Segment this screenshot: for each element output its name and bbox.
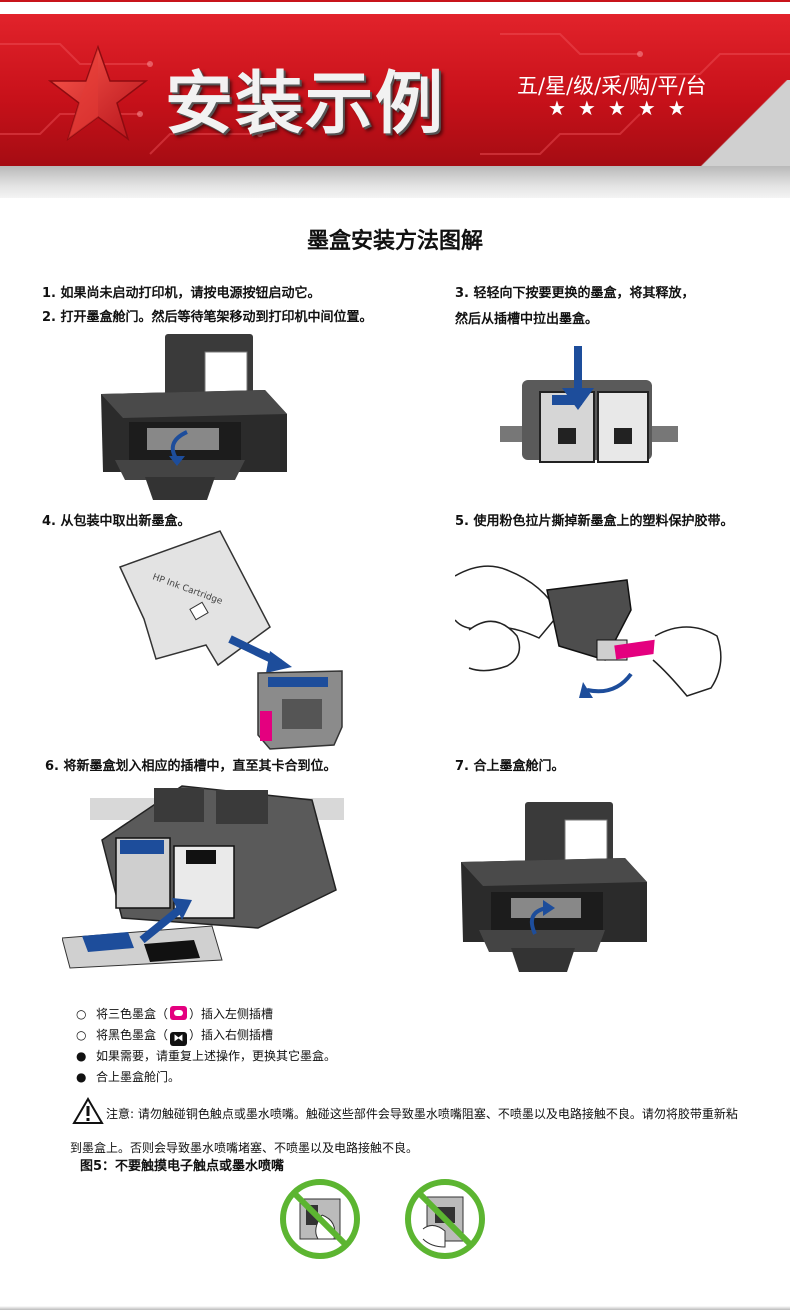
instruction-bullets: ○ 将三色墨盒（）插入左侧插槽 ○ 将黑色墨盒（⧓）插入右侧插槽 ● 如果需要，… — [76, 1004, 336, 1088]
step-3-text-cont: 然后从插槽中拉出墨盒。 — [455, 312, 599, 327]
figure-5-caption: 图5：不要触摸电子触点或墨水喷嘴 — [80, 1159, 285, 1174]
cartridge-release-illustration — [500, 346, 678, 463]
banner-corner-wedge — [700, 80, 790, 166]
solid-bullet: ● — [76, 1070, 87, 1084]
black-cartridge-icon: ⧓ — [170, 1032, 188, 1046]
printer-close-illustration — [461, 802, 647, 972]
circuit-pattern — [0, 33, 790, 155]
warning-triangle-icon — [72, 1097, 104, 1124]
solid-bullet: ● — [76, 1049, 87, 1063]
step-2-text: 2. 打开墨盒舱门。然后等待笔架移动到打印机中间位置。 — [42, 310, 373, 325]
rating-stars: ★★★★★ — [548, 96, 698, 120]
header-banner: 安装示例 五/星/级/采/购/平/台 ★★★★★ — [0, 0, 790, 198]
hollow-bullet: ○ — [76, 1028, 87, 1042]
printer-open-illustration — [101, 334, 287, 500]
banner-grey-band — [0, 166, 790, 198]
insert-cartridge-illustration — [62, 785, 344, 969]
platform-slogan: 五/星/级/采/购/平/台 — [517, 74, 707, 98]
list-item: ● 合上墨盒舱门。 — [76, 1067, 336, 1088]
remove-tape-illustration — [455, 565, 722, 698]
cartridge-package-illustration: HP Ink Cartridge — [118, 530, 343, 750]
banner-title: 安装示例 — [165, 65, 446, 144]
page-title: 墨盒安装方法图解 — [306, 229, 483, 254]
warning-line-2: 到墨盒上。否则会导致墨水喷嘴堵塞、不喷墨以及电路接触不良。 — [70, 1141, 419, 1155]
warning-note: 注意: 请勿触碰铜色触点或墨水喷嘴。触碰这些部件会导致墨水喷嘴阻塞、不喷墨以及电… — [70, 1097, 750, 1165]
step-1-text: 1. 如果尚未启动打印机，请按电源按钮启动它。 — [42, 286, 321, 301]
step-7-text: 7. 合上墨盒舱门。 — [455, 759, 565, 774]
no-touch-nozzles-icon — [405, 1179, 485, 1259]
no-touch-contacts-icon — [280, 1179, 360, 1259]
list-item: ● 如果需要，请重复上述操作，更换其它墨盒。 — [76, 1046, 336, 1067]
tricolor-cartridge-icon — [170, 1006, 188, 1020]
banner-top-line — [0, 0, 790, 2]
warning-line-1: 注意: 请勿触碰铜色触点或墨水喷嘴。触碰这些部件会导致墨水喷嘴阻塞、不喷墨以及电… — [106, 1107, 738, 1121]
step-6-text: 6. 将新墨盒划入相应的插槽中，直至其卡合到位。 — [45, 759, 337, 774]
footer-divider — [0, 1306, 790, 1310]
list-item: ○ 将黑色墨盒（⧓）插入右侧插槽 — [76, 1025, 336, 1046]
red-star-icon — [48, 44, 148, 141]
hollow-bullet: ○ — [76, 1007, 87, 1021]
step-3-text: 3. 轻轻向下按要更换的墨盒，将其释放， — [455, 286, 695, 301]
step-4-text: 4. 从包装中取出新墨盒。 — [42, 514, 191, 529]
list-item: ○ 将三色墨盒（）插入左侧插槽 — [76, 1004, 336, 1025]
step-5-text: 5. 使用粉色拉片撕掉新墨盒上的塑料保护胶带。 — [455, 514, 734, 529]
